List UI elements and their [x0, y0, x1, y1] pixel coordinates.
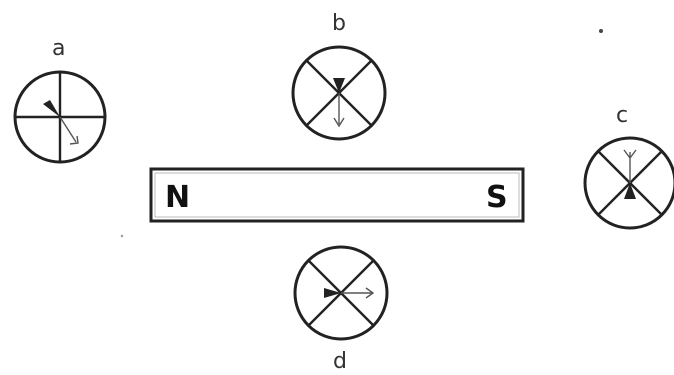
compass-c-needle-north: [624, 183, 636, 199]
compass-d-ring: [293, 245, 389, 341]
compass-label-a: a: [52, 36, 65, 61]
bar-magnet-outline: [149, 167, 525, 223]
scan-speck: [599, 29, 603, 33]
compass-b-ring: [291, 45, 387, 141]
compass-c-needle-south: [623, 149, 637, 183]
bar-magnet-inner-outline: [154, 172, 520, 218]
north-pole-label: N: [165, 180, 190, 215]
compass-a: a: [13, 36, 107, 164]
compass-c: c: [583, 103, 674, 230]
compass-b-needle-north: [333, 78, 345, 93]
compass-label-c: c: [616, 103, 628, 128]
compass-b: b: [291, 11, 387, 141]
bar-magnet: N S: [149, 167, 525, 223]
south-pole-label: S: [486, 180, 508, 215]
compass-a-needle-south: [59, 116, 79, 145]
compass-a-needle-north: [43, 100, 60, 117]
scan-speck: [120, 234, 124, 238]
compass-label-b: b: [332, 11, 346, 36]
compass-label-d: d: [333, 349, 347, 374]
compass-d-needle-north: [324, 288, 341, 298]
compass-d-needle-south: [341, 287, 375, 299]
compass-c-ring: [583, 136, 674, 230]
compass-b-needle-south: [333, 93, 345, 128]
compass-d: d: [293, 245, 389, 374]
